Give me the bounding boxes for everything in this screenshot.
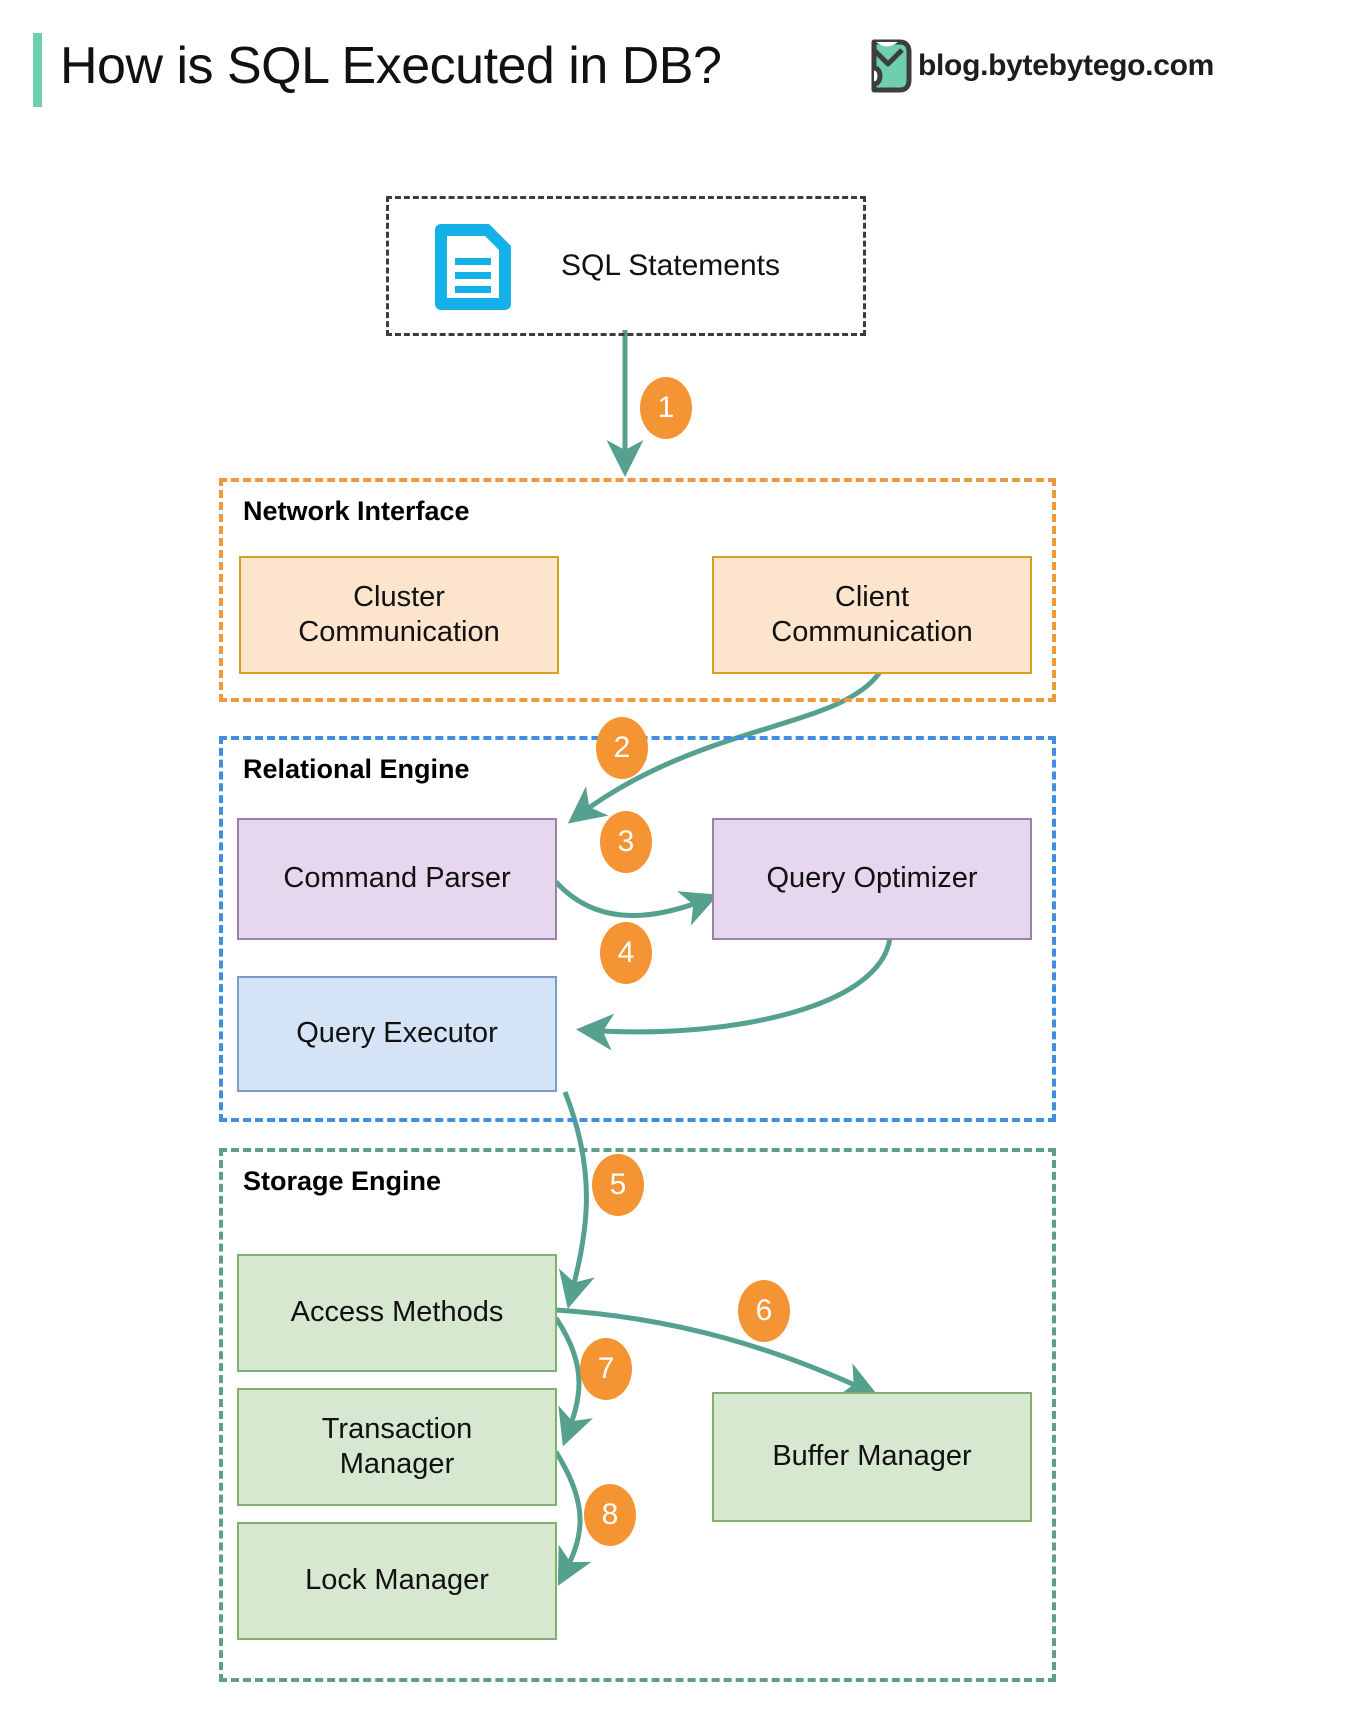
step-badge-5: 5 (592, 1154, 644, 1216)
group-storage-engine: Storage Engine (219, 1148, 1056, 1682)
document-icon (435, 224, 511, 310)
node-query-optimizer[interactable]: Query Optimizer (712, 818, 1032, 940)
page-title: How is SQL Executed in DB? (60, 37, 722, 95)
step-badge-8: 8 (584, 1484, 636, 1546)
header: How is SQL Executed in DB? blog.bytebyte… (0, 0, 1358, 140)
bytebytego-logo-icon (871, 39, 912, 93)
step-badge-7: 7 (580, 1338, 632, 1400)
node-query-executor[interactable]: Query Executor (237, 976, 557, 1092)
node-buffer-manager[interactable]: Buffer Manager (712, 1392, 1032, 1522)
sql-statements-box: SQL Statements (386, 196, 866, 336)
step-badge-6: 6 (738, 1280, 790, 1342)
node-lock-manager[interactable]: Lock Manager (237, 1522, 557, 1640)
group-label-storage-engine: Storage Engine (243, 1166, 442, 1196)
sql-statements-label: SQL Statements (561, 249, 780, 282)
title-accent-bar (33, 33, 42, 107)
node-access-methods[interactable]: Access Methods (237, 1254, 557, 1372)
brand: blog.bytebytego.com (868, 38, 1214, 94)
step-badge-1: 1 (640, 377, 692, 439)
group-network-interface: Network Interface (219, 478, 1056, 702)
node-command-parser[interactable]: Command Parser (237, 818, 557, 940)
brand-label: blog.bytebytego.com (918, 49, 1214, 82)
group-label-relational-engine: Relational Engine (243, 754, 470, 784)
step-badge-3: 3 (600, 811, 652, 873)
step-badge-4: 4 (600, 922, 652, 984)
group-label-network-interface: Network Interface (243, 496, 470, 526)
step-badge-2: 2 (596, 717, 648, 779)
